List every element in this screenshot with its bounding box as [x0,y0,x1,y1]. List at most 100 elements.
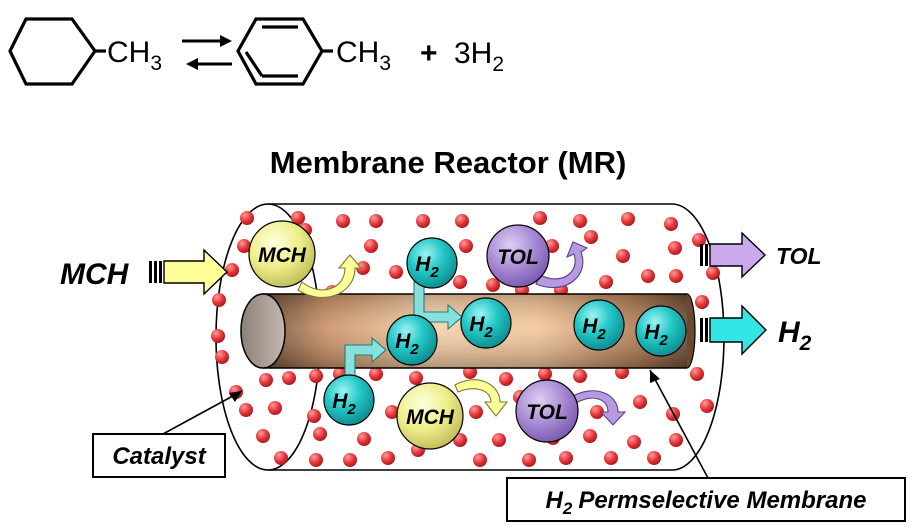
h2-molecule-permeate-3: H2 [635,305,687,357]
catalyst-particle [343,453,357,467]
catalyst-particle [239,403,253,417]
catalyst-particle [381,451,395,465]
catalyst-particle [455,214,469,228]
catalyst-particle [695,295,709,309]
catalyst-particle [669,433,683,447]
h2-permeation-arrow-upper [413,281,463,331]
catalyst-label: Catalyst [112,443,206,470]
h2-permeation-arrow-lower [344,336,387,383]
catalyst-callout: Catalyst [92,390,243,478]
reaction-equation: CH3 CH3 + 3H2 [8,17,504,86]
catalyst-particle [692,233,706,247]
toluene-structure: CH3 [236,17,391,86]
catalyst-particle [706,266,720,280]
catalyst-particle [641,269,655,283]
plus-sign: + [420,37,438,70]
catalyst-particle [621,212,635,226]
catalyst-particle [459,239,473,253]
catalyst-particle [212,293,226,307]
catalyst-particle [669,269,683,283]
catalyst-particle [533,211,547,225]
catalyst-particle [409,371,423,385]
h2-outlet-label: H2 [778,316,812,355]
catalyst-particle [357,432,371,446]
catalyst-particle [664,217,678,231]
hydrogen-product-label: 3H2 [454,37,504,76]
catalyst-particle [356,261,370,275]
catalyst-particle [364,239,378,253]
catalyst-particle [416,214,430,228]
svg-text:H2: H2 [332,390,356,418]
svg-text:TOL: TOL [497,246,539,269]
catalyst-particle [590,405,604,419]
catalyst-particle [499,372,513,386]
mch-inlet-arrow [149,248,229,296]
catalyst-particle [492,433,506,447]
catalyst-particle [633,395,647,409]
h2-molecule-shell-lower: H2 [323,374,375,426]
catalyst-particle [385,405,399,419]
mch-molecule-lower: MCH [396,382,464,450]
svg-text:MCH: MCH [258,244,307,267]
catalyst-particle [225,263,239,277]
catalyst-particle [604,451,618,465]
tol-outlet-label: TOL [776,243,822,269]
catalyst-particle [583,429,597,443]
catalyst-particle [268,401,282,415]
catalyst-particle [215,350,229,364]
catalyst-particle [573,214,587,228]
h2-molecule-shell-upper: H2 [406,237,458,289]
catalyst-particle [259,373,273,387]
catalyst-particle [647,451,661,465]
svg-text:MCH: MCH [406,406,455,429]
catalyst-particle [307,409,321,423]
catalyst-particle [256,429,270,443]
h2-molecule-permeate-1: H2 [460,297,512,349]
product-methyl-label: CH3 [336,36,391,75]
catalyst-particle [538,367,552,381]
svg-text:H2: H2 [469,313,493,341]
svg-text:H2: H2 [582,315,606,343]
catalyst-particle [599,275,613,289]
catalyst-particle [291,211,305,225]
catalyst-particle [237,239,251,253]
svg-text:H2: H2 [644,321,668,349]
methylcyclohexane-structure: CH3 [8,17,162,86]
catalyst-particle [274,451,288,465]
catalyst-particle [240,211,254,225]
catalyst-particle [453,275,467,289]
catalyst-particle [389,265,403,279]
catalyst-particle [559,451,573,465]
svg-text:H2: H2 [395,330,419,358]
tol-molecule-lower: TOL [515,379,579,443]
catalyst-particle [473,453,487,467]
catalyst-particle [309,453,323,467]
catalyst-particle [573,369,587,383]
catalyst-particle [522,453,536,467]
catalyst-particle [668,241,682,255]
tol-molecule-upper: TOL [486,224,550,288]
h2-molecule-permeating: H2 [386,314,438,366]
catalyst-particle [369,367,383,381]
catalyst-particle [627,435,641,449]
catalyst-particle [369,214,383,228]
catalyst-particle [211,329,225,343]
catalyst-particle [336,214,350,228]
catalyst-particle [282,371,296,385]
tol-conversion-arrow-upper [535,241,589,289]
catalyst-particle [584,230,598,244]
mch-inlet-label: MCH [60,258,130,291]
svg-text:TOL: TOL [526,401,568,424]
catalyst-particle [486,278,500,292]
reactant-methyl-label: CH3 [107,36,162,75]
catalyst-particle [616,249,630,263]
tol-outlet-arrow [700,231,767,279]
mch-conversion-arrow-lower [454,379,509,417]
h2-molecule-permeate-2: H2 [573,299,625,351]
catalyst-particle [469,405,483,419]
membrane-tube-inlet-cap [240,293,286,369]
catalyst-particle [313,427,327,441]
